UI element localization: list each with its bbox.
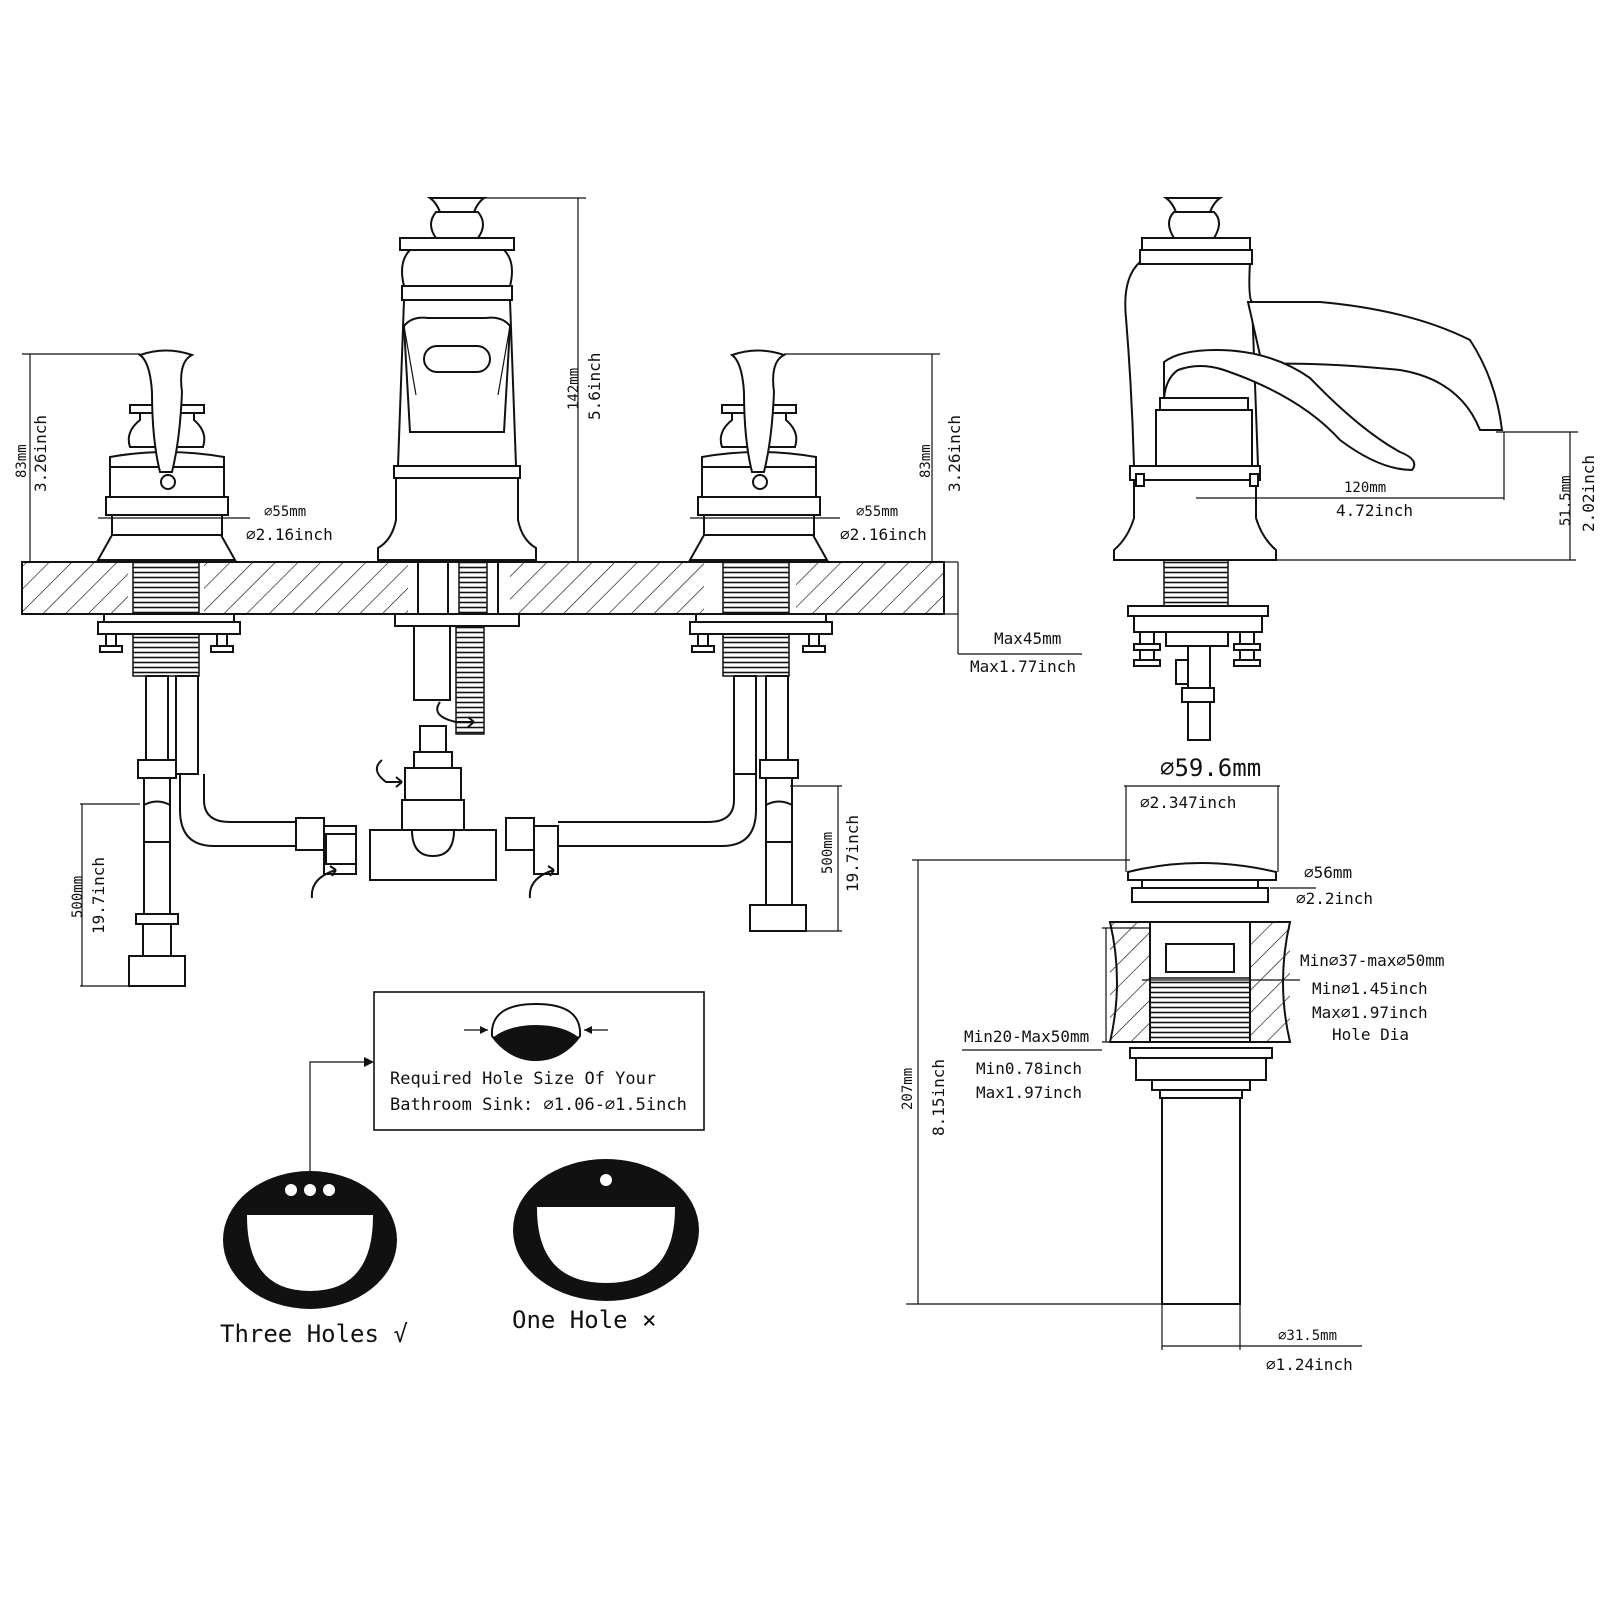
note-line-1: Required Hole Size Of Your: [390, 1069, 656, 1089]
left-handle-height-in: 3.26inch: [31, 415, 50, 492]
hole-range-mm: Min⌀37-max⌀50mm: [1300, 951, 1445, 970]
drain-length-mm: 207mm: [900, 1068, 916, 1110]
right-handle-height-mm: 83mm: [918, 444, 934, 478]
thickness-range-mm: Min20-Max50mm: [964, 1027, 1089, 1046]
spout-clearance-in: 2.02inch: [1579, 455, 1598, 532]
one-hole-label: One Hole ×: [512, 1306, 657, 1334]
spout-height-in: 5.6inch: [585, 353, 604, 420]
deck-max-mm: Max45mm: [994, 629, 1061, 648]
side-view-faucet: [1113, 197, 1578, 741]
front-dimension-labels: 83mm 3.26inch 142mm 5.6inch 83mm 3.26inc…: [14, 353, 1076, 934]
hole-size-note: Required Hole Size Of Your Bathroom Sink…: [309, 991, 705, 1174]
spout-reach-mm: 120mm: [1344, 480, 1386, 496]
hole-min-in: Min⌀1.45inch: [1312, 979, 1428, 998]
left-base-dia-mm: ⌀55mm: [264, 504, 306, 520]
thickness-min-in: Min0.78inch: [976, 1059, 1082, 1078]
cap-dia-in: ⌀2.347inch: [1140, 793, 1236, 812]
right-base-dia-mm: ⌀55mm: [856, 504, 898, 520]
flange-dia-in: ⌀2.2inch: [1296, 889, 1373, 908]
deck-max-in: Max1.77inch: [970, 657, 1076, 676]
spout-reach-in: 4.72inch: [1336, 501, 1413, 520]
cap-dia-mm: ⌀59.6mm: [1160, 754, 1261, 782]
thickness-max-in: Max1.97inch: [976, 1083, 1082, 1102]
right-handle: [688, 349, 829, 561]
front-dimension-lines: [22, 197, 1082, 987]
tail-dia-in: ⌀1.24inch: [1266, 1355, 1353, 1374]
tail-dia-mm: ⌀31.5mm: [1278, 1328, 1337, 1344]
one-hole-sink: One Hole ×: [512, 1159, 699, 1334]
left-handle: [96, 349, 237, 561]
tee-connector: [369, 701, 497, 881]
right-hose-mm: 500mm: [820, 832, 836, 874]
right-hose-in: 19.7inch: [843, 815, 862, 892]
deck-section: [21, 561, 945, 615]
flange-dia-mm: ⌀56mm: [1304, 863, 1352, 882]
note-line-2: Bathroom Sink: ⌀1.06-⌀1.5inch: [390, 1095, 687, 1115]
right-base-dia-in: ⌀2.16inch: [840, 525, 927, 544]
drain-labels: ⌀59.6mm ⌀2.347inch ⌀56mm ⌀2.2inch Min⌀37…: [900, 754, 1445, 1374]
three-holes-label: Three Holes √: [220, 1320, 408, 1348]
left-hose-mm: 500mm: [70, 876, 86, 918]
left-hose-in: 19.7inch: [89, 857, 108, 934]
center-spout: [377, 197, 537, 735]
spout-height-mm: 142mm: [566, 368, 582, 410]
left-underdeck: [97, 613, 357, 987]
side-view-labels: 120mm 4.72inch 51.5mm 2.02inch: [1336, 455, 1598, 532]
hole-dia-label: Hole Dia: [1332, 1025, 1409, 1044]
left-handle-height-mm: 83mm: [14, 444, 30, 478]
three-hole-sink: Three Holes √: [220, 1171, 408, 1348]
pop-up-drain: [906, 785, 1362, 1350]
spout-clearance-mm: 51.5mm: [1558, 475, 1574, 526]
left-base-dia-in: ⌀2.16inch: [246, 525, 333, 544]
drain-length-in: 8.15inch: [929, 1059, 948, 1136]
hole-max-in: Max⌀1.97inch: [1312, 1003, 1428, 1022]
right-handle-height-in: 3.26inch: [945, 415, 964, 492]
right-underdeck: [505, 613, 833, 932]
